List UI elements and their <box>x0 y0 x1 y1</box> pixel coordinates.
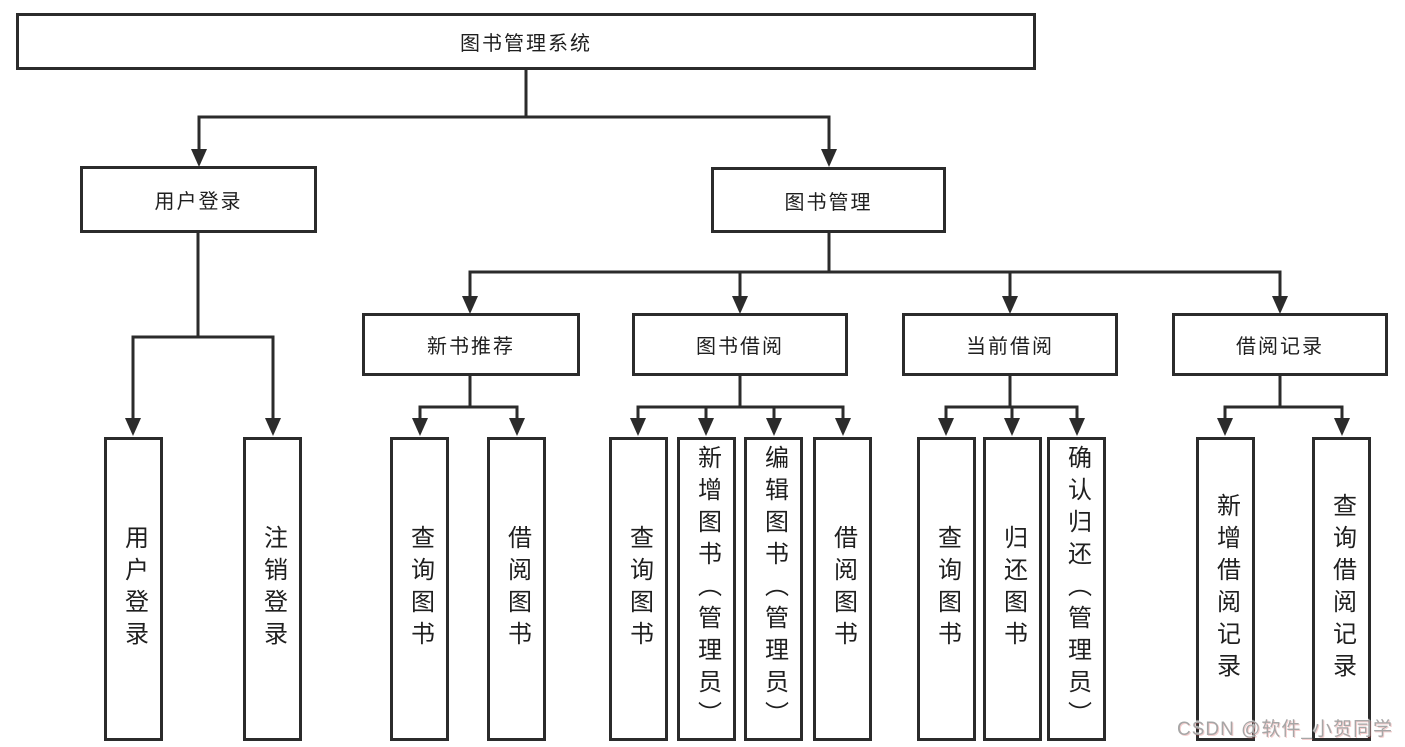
leaf-label: 查询图书 <box>406 525 434 653</box>
leaf-label: 查询图书 <box>933 525 961 653</box>
arrowhead <box>265 418 281 436</box>
leaf-label: 确认归还（管理员） <box>1063 445 1091 733</box>
leaf-label: 用户登录 <box>120 525 148 653</box>
arrowhead <box>412 418 428 436</box>
leaf-return-book: 归还图书 <box>983 437 1042 741</box>
node-user-login: 用户登录 <box>80 166 317 233</box>
connector-root <box>197 68 831 152</box>
arrowhead <box>821 149 837 167</box>
node-current-borrow: 当前借阅 <box>902 313 1118 376</box>
arrowhead <box>1334 418 1350 436</box>
arrowhead <box>698 418 714 436</box>
node-new-book-recommend: 新书推荐 <box>362 313 580 376</box>
leaf-query-books-borrow: 查询图书 <box>609 437 668 741</box>
arrowhead <box>766 418 782 436</box>
leaf-query-books-current: 查询图书 <box>917 437 976 741</box>
connector-current-borrow <box>944 374 1079 422</box>
arrowhead <box>938 418 954 436</box>
leaf-query-books-recommend: 查询图书 <box>390 437 449 741</box>
connector-book-borrow <box>636 374 845 422</box>
arrowhead <box>1217 418 1233 436</box>
arrowhead <box>462 296 478 314</box>
leaf-add-book-admin: 新增图书（管理员） <box>677 437 736 741</box>
connector-new-book <box>418 374 519 422</box>
leaf-edit-book-admin: 编辑图书（管理员） <box>744 437 803 741</box>
arrowhead <box>509 418 525 436</box>
node-book-borrow: 图书借阅 <box>632 313 848 376</box>
arrowhead <box>1069 418 1085 436</box>
leaf-borrow-books-borrow: 借阅图书 <box>813 437 872 741</box>
leaf-add-borrow-record: 新增借阅记录 <box>1196 437 1255 741</box>
arrowhead <box>1002 296 1018 314</box>
leaf-label: 查询借阅记录 <box>1328 493 1356 685</box>
arrowhead <box>630 418 646 436</box>
arrowhead <box>191 149 207 167</box>
node-book-management: 图书管理 <box>711 167 946 233</box>
connector-borrow-record <box>1223 374 1344 422</box>
connector-book-management <box>468 231 1282 299</box>
leaf-label: 借阅图书 <box>829 525 857 653</box>
leaf-user-login: 用户登录 <box>104 437 163 741</box>
leaf-query-borrow-record: 查询借阅记录 <box>1312 437 1371 741</box>
leaf-label: 编辑图书（管理员） <box>760 445 788 733</box>
connector-user-login <box>131 231 275 421</box>
leaf-label: 新增借阅记录 <box>1212 493 1240 685</box>
leaf-borrow-books-recommend: 借阅图书 <box>487 437 546 741</box>
arrowhead <box>125 418 141 436</box>
arrowhead <box>835 418 851 436</box>
leaf-label: 借阅图书 <box>503 525 531 653</box>
leaf-logout: 注销登录 <box>243 437 302 741</box>
leaf-label: 归还图书 <box>999 525 1027 653</box>
leaf-label: 注销登录 <box>259 525 287 653</box>
leaf-confirm-return-admin: 确认归还（管理员） <box>1047 437 1106 741</box>
watermark: CSDN @软件_小贺同学 <box>1177 719 1393 740</box>
arrowhead <box>1272 296 1288 314</box>
node-borrow-record: 借阅记录 <box>1172 313 1388 376</box>
arrowhead <box>732 296 748 314</box>
arrowhead <box>1004 418 1020 436</box>
node-root: 图书管理系统 <box>16 13 1036 70</box>
leaf-label: 查询图书 <box>625 525 653 653</box>
leaf-label: 新增图书（管理员） <box>693 445 721 733</box>
